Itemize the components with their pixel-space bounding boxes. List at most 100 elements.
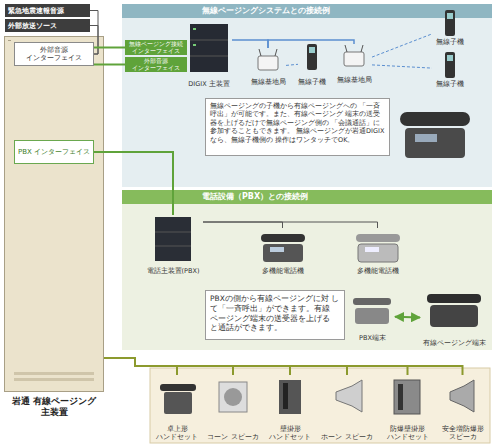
node-text: 無線ページングシステムとの接続例 (122, 4, 492, 18)
node-text: 多機能電話機 (251, 268, 314, 275)
handset-symbol (445, 10, 455, 36)
handset: 無線子機 (298, 40, 326, 86)
node-text: 無線ページングの子機から有線ページングへの 「一斉呼出」が可能です。また、有線ペ… (210, 102, 385, 144)
device-panel (150, 368, 490, 443)
phone-handset (427, 294, 481, 303)
connector (104, 358, 347, 375)
phone: 多機能電話機 (350, 228, 405, 275)
handset: 無線子機 (432, 8, 468, 46)
note-box: PBXの側から有線ページングに対 して「一斉呼出」ができます。有線 ページング端… (205, 290, 345, 340)
phone-body (358, 244, 398, 262)
connector (286, 64, 298, 65)
phone: PBX端末 (350, 290, 395, 342)
main-unit: DIGIX 主装置 (186, 22, 232, 88)
node-text: 電話設備（PBX）との接続例 (122, 190, 492, 204)
connector (104, 358, 408, 375)
main-unit: 岩通 有線ページング 主装置外部音源 インターフェイスPBX インターフェイス (4, 36, 104, 420)
base-station-symbol (258, 56, 278, 70)
speaker-cone (224, 388, 242, 406)
node-text: 緊急地震速報音源 (8, 6, 64, 16)
phone-handset (160, 384, 196, 391)
speaker-box (219, 382, 247, 412)
phone-handset (356, 234, 400, 242)
connector (94, 64, 125, 66)
node-text: 無線子機 (294, 79, 330, 86)
connector (94, 152, 173, 215)
connector (104, 358, 177, 375)
node-text: PBXの側から有線ページングに対 して「一斉呼出」ができます。有線 ページング端… (210, 294, 340, 333)
rack-symbol (190, 24, 228, 72)
screen (309, 47, 315, 53)
cabinet-detail (8, 40, 11, 41)
antenna (259, 49, 261, 56)
interface-box: PBX インターフェイス (14, 140, 94, 164)
phone-handset (400, 112, 470, 126)
node-text: 外部音源 インターフェイス (125, 58, 187, 71)
connector (90, 26, 98, 55)
note-box: 無線ページングの子機から有線ページングへの 「一斉呼出」が可能です。また、有線ペ… (205, 98, 390, 156)
horn-speaker (450, 380, 474, 412)
cabinet-vent (14, 378, 94, 381)
connector (104, 358, 290, 375)
phone-handset (398, 384, 403, 410)
speaker: ホーン スピーカ (322, 375, 372, 441)
phone-body (405, 128, 465, 158)
handset: 卓上形 ハンドセット (152, 375, 202, 441)
antenna (275, 49, 277, 56)
source-box: 緊急地震速報音源 (5, 4, 90, 17)
node-text: 多機能電話機 (346, 268, 409, 275)
phone-body (355, 308, 389, 324)
phone: 有線ページング端末 (420, 290, 488, 347)
phone-body (430, 305, 478, 327)
screen (447, 55, 453, 61)
example-panel: 無線ページングシステムとの接続例無線ページング接続 インターフェイス外部音源 イ… (122, 4, 492, 187)
node-text: 無線基地局 (332, 77, 376, 84)
connector (90, 11, 98, 55)
interface-tab: 外部音源 インターフェイス (125, 57, 187, 72)
base-station: 無線基地局 (336, 44, 372, 84)
source-box: 外部放送ソース (5, 19, 90, 32)
node-text: 外部音源 インターフェイス (15, 46, 93, 62)
handset-symbol (307, 44, 317, 70)
screen (270, 247, 284, 252)
node-text: 有線ページング端末 (416, 340, 492, 347)
connector (372, 34, 432, 57)
interface-tab: 無線ページング接続 インターフェイス (125, 40, 187, 55)
antenna (361, 45, 363, 52)
interface-box: 外部音源 インターフェイス (14, 42, 94, 66)
connector (203, 222, 378, 228)
antenna (345, 45, 347, 52)
phone-handset (353, 298, 391, 305)
pbx-symbol (155, 217, 191, 261)
handset: 壁掛形 ハンドセット (265, 375, 315, 441)
connector (372, 65, 432, 68)
node-text: 卓上形 ハンドセット (148, 426, 206, 441)
screen (365, 247, 379, 252)
node-text: 安全増防爆形 スピーカ (431, 426, 494, 441)
connector (94, 47, 125, 49)
screen (415, 134, 437, 142)
node-text: PBX端末 (346, 335, 399, 342)
rack-line (190, 40, 228, 41)
node-text: 防爆壁掛形 ハンドセット (376, 426, 439, 441)
example-panel: 電話設備（PBX）との接続例電話主装置(PBX)多機能電話機多機能電話機PBXの… (122, 190, 492, 350)
handset: 無線子機 (432, 50, 468, 88)
node-text: 無線子機 (428, 39, 472, 46)
phone-body (263, 244, 303, 262)
node-text: 無線基地局 (246, 79, 290, 86)
handset: 防爆壁掛形 ハンドセット (380, 375, 435, 441)
phone-body (164, 392, 192, 414)
phone: 多機能電話機 (255, 228, 310, 275)
node-text: 電話主装置(PBX) (139, 268, 207, 275)
wall-box (394, 380, 420, 414)
horn-speaker (336, 380, 362, 412)
led (193, 44, 196, 46)
base-station-symbol (344, 52, 364, 66)
connector (203, 222, 283, 228)
screen (447, 13, 453, 19)
node-text: 壁掛形 ハンドセット (261, 426, 319, 441)
rack-line (155, 246, 191, 247)
speaker: 安全増防爆形 スピーカ (435, 375, 490, 441)
